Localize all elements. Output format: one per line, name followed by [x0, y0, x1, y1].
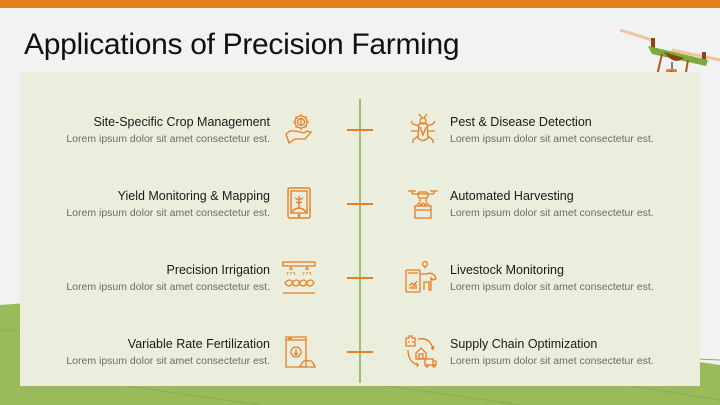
page-title: Applications of Precision Farming [24, 28, 460, 61]
timeline-tick [347, 351, 373, 353]
item-description: Lorem ipsum dolor sit amet consectetur e… [66, 207, 270, 219]
item-title: Automated Harvesting [450, 189, 574, 203]
application-item-supply-chain: Supply Chain Optimization Lorem ipsum do… [450, 337, 710, 368]
application-item-harvesting: Automated Harvesting Lorem ipsum dolor s… [450, 189, 710, 220]
item-description: Lorem ipsum dolor sit amet consectetur e… [450, 133, 654, 145]
item-description: Lorem ipsum dolor sit amet consectetur e… [66, 355, 270, 367]
item-description: Lorem ipsum dolor sit amet consectetur e… [66, 281, 270, 293]
item-title: Yield Monitoring & Mapping [117, 189, 270, 203]
tablet-cow-icon [404, 260, 438, 294]
tablet-plant-icon [282, 186, 316, 220]
item-title: Livestock Monitoring [450, 263, 564, 277]
item-description: Lorem ipsum dolor sit amet consectetur e… [450, 207, 654, 219]
application-item-livestock: Livestock Monitoring Lorem ipsum dolor s… [450, 263, 710, 294]
item-description: Lorem ipsum dolor sit amet consectetur e… [450, 281, 654, 293]
item-title: Pest & Disease Detection [450, 115, 592, 129]
application-item-fertilization: Variable Rate Fertilization Lorem ipsum … [10, 337, 270, 368]
fertilizer-bag-icon [282, 335, 316, 369]
timeline-tick [347, 203, 373, 205]
item-title: Supply Chain Optimization [450, 337, 598, 351]
application-item-irrigation: Precision Irrigation Lorem ipsum dolor s… [10, 263, 270, 294]
sprinkler-leaves-icon [282, 261, 316, 295]
timeline-tick [347, 277, 373, 279]
item-title: Site-Specific Crop Management [93, 115, 270, 129]
application-item-pest: Pest & Disease Detection Lorem ipsum dol… [450, 115, 710, 146]
application-item-site-specific: Site-Specific Crop Management Lorem ipsu… [10, 115, 270, 146]
insect-icon [406, 112, 440, 146]
timeline-line [359, 99, 361, 383]
application-item-yield: Yield Monitoring & Mapping Lorem ipsum d… [10, 189, 270, 220]
item-title: Variable Rate Fertilization [127, 337, 270, 351]
item-title: Precision Irrigation [166, 263, 270, 277]
item-description: Lorem ipsum dolor sit amet consectetur e… [450, 355, 654, 367]
supply-cycle-icon [404, 334, 438, 368]
timeline-tick [347, 129, 373, 131]
top-accent-bar [0, 0, 720, 8]
item-description: Lorem ipsum dolor sit amet consectetur e… [66, 133, 270, 145]
gear-wheat-hand-icon [282, 112, 316, 146]
drone-basket-icon [406, 186, 440, 220]
